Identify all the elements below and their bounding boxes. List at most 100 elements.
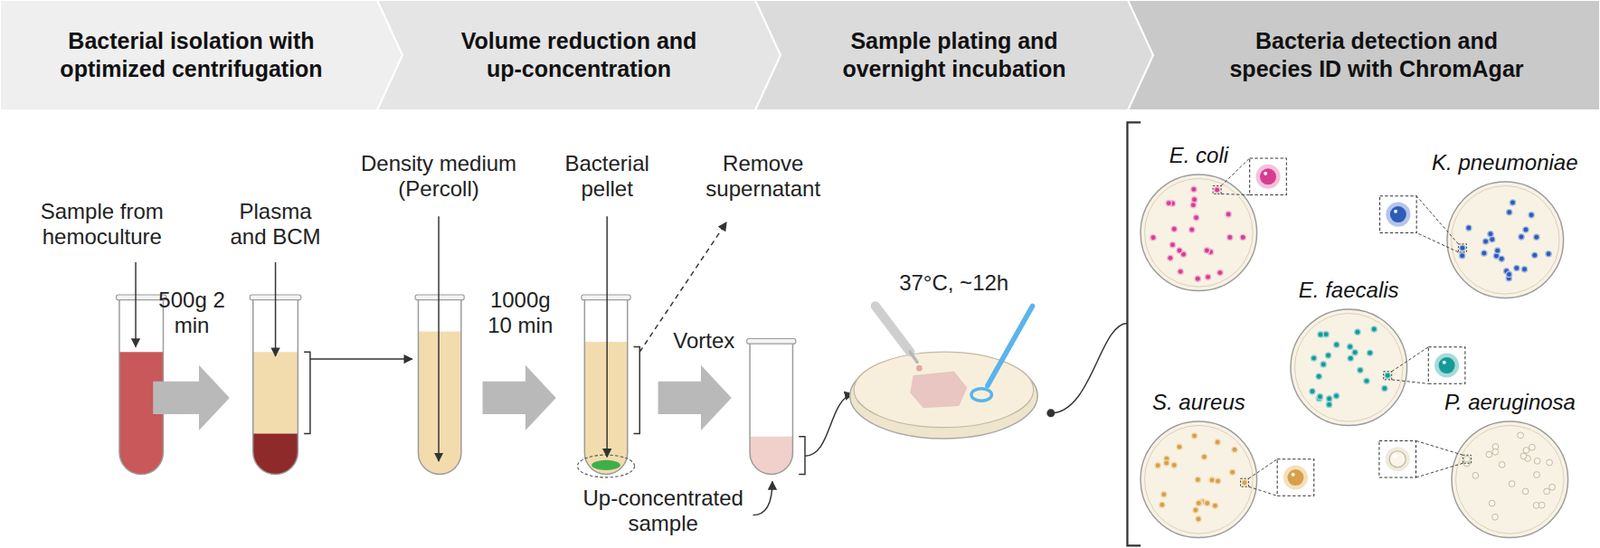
colony [1518,234,1524,239]
step-title: Bacteria detection and species ID with C… [1221,27,1534,85]
colony-halo [1213,438,1222,446]
colony-halo [1512,264,1520,272]
colony-enlarged [1438,357,1455,374]
plate-group [1290,309,1466,427]
colony [1522,266,1527,272]
colony [1164,460,1169,465]
transfer-arrow [310,358,413,360]
zoom-inset [1240,459,1315,497]
colony-halo [1505,208,1513,217]
colony-halo [1166,254,1174,262]
colony-halo [1544,250,1553,258]
colony [1172,227,1177,232]
colony [1170,242,1175,247]
colony [1385,373,1391,379]
colony-highlight [1393,454,1398,458]
spreader-loop [971,305,1033,401]
plate-group [1140,421,1315,539]
annotation: Plasma and BCM [226,198,326,249]
colony [1191,202,1196,208]
leader-arrow [605,216,607,457]
process-arrow [482,365,557,431]
label-box: Bacterial pellet [552,151,662,201]
leader-arrow [274,262,276,357]
species-label: S. aureus [1152,389,1246,417]
colony-halo [1316,393,1325,401]
agar-plate: E. faecalis [1290,277,1408,426]
colony [1192,433,1197,438]
test-tube [747,338,796,344]
colony [1483,238,1488,244]
connector-line [1050,323,1128,414]
colony-enlarged [1259,168,1277,185]
label-box: Up-concentrated sample [577,485,749,536]
colonies [1464,432,1556,521]
colony [1382,386,1387,391]
colony [1533,457,1541,464]
banner-text-wrap: Volume reduction and up-concentration [377,0,756,111]
annotation: Vortex [658,328,749,354]
colony [1549,483,1556,491]
colony-halo [1191,432,1199,440]
colony [1489,236,1495,242]
colonies [1457,198,1552,282]
colony-halo [1333,392,1341,400]
spreader-loop [987,305,1033,386]
colony-halo [1216,269,1224,277]
label-box: Density medium (Percoll) [348,151,530,201]
zoom-source [1240,478,1250,487]
colony-halo [1517,233,1525,241]
colony-halo [1530,251,1538,259]
pipette [916,365,923,372]
colony-halo [1190,185,1198,193]
colony [1498,256,1504,262]
colony [1520,453,1527,460]
colony [1492,513,1499,521]
transfer-arrow [804,393,853,456]
colony-halo [1319,360,1327,369]
chevron-shape [1127,0,1600,111]
step-banner: Bacterial isolation with optimized centr… [0,0,378,111]
colony [1204,247,1210,253]
colony [1311,355,1316,360]
test-tube [747,338,796,474]
colony-halo [1316,331,1325,339]
colony-enlarged [1287,469,1305,486]
plate-drawing [1140,421,1258,539]
plate-dish [1290,309,1408,427]
test-tube [417,331,461,475]
colonies [1149,185,1247,282]
chevron-fill [1127,0,1600,111]
plate-group [1379,421,1569,539]
colony-halo [1487,236,1496,244]
test-tube [749,341,793,475]
colony [1230,470,1235,475]
chevron-shape [755,0,1128,111]
zoom-line [1249,459,1279,497]
zoom-box [1428,347,1466,385]
zoom-line [1416,440,1464,478]
chevron-fill [755,0,1154,111]
colony [1334,393,1339,398]
label-box: Remove supernatant [695,151,832,201]
species-label: E. faecalis [1298,277,1400,304]
colony [1195,276,1201,282]
chevron-fill [377,0,781,111]
colony-halo [1165,199,1174,208]
colony [1472,472,1479,479]
colony-halo [1203,499,1212,507]
colony [1226,211,1231,217]
step-title: Sample plating and overnight incubation [823,27,1086,85]
colony-halo [1493,246,1501,255]
colony-halo [1194,515,1203,523]
colony-halo [1175,246,1184,255]
colony-halo [1457,252,1466,260]
agar-plate: E. coli [1140,142,1258,291]
agar-plate: P. aeruginosa [1451,389,1569,538]
annotation: 500g 2 min [158,287,227,338]
spreader-loop [971,388,993,402]
colony-halo [1175,443,1184,451]
colony [1227,235,1232,240]
colony [1487,231,1493,237]
colony-halo [1239,234,1247,242]
